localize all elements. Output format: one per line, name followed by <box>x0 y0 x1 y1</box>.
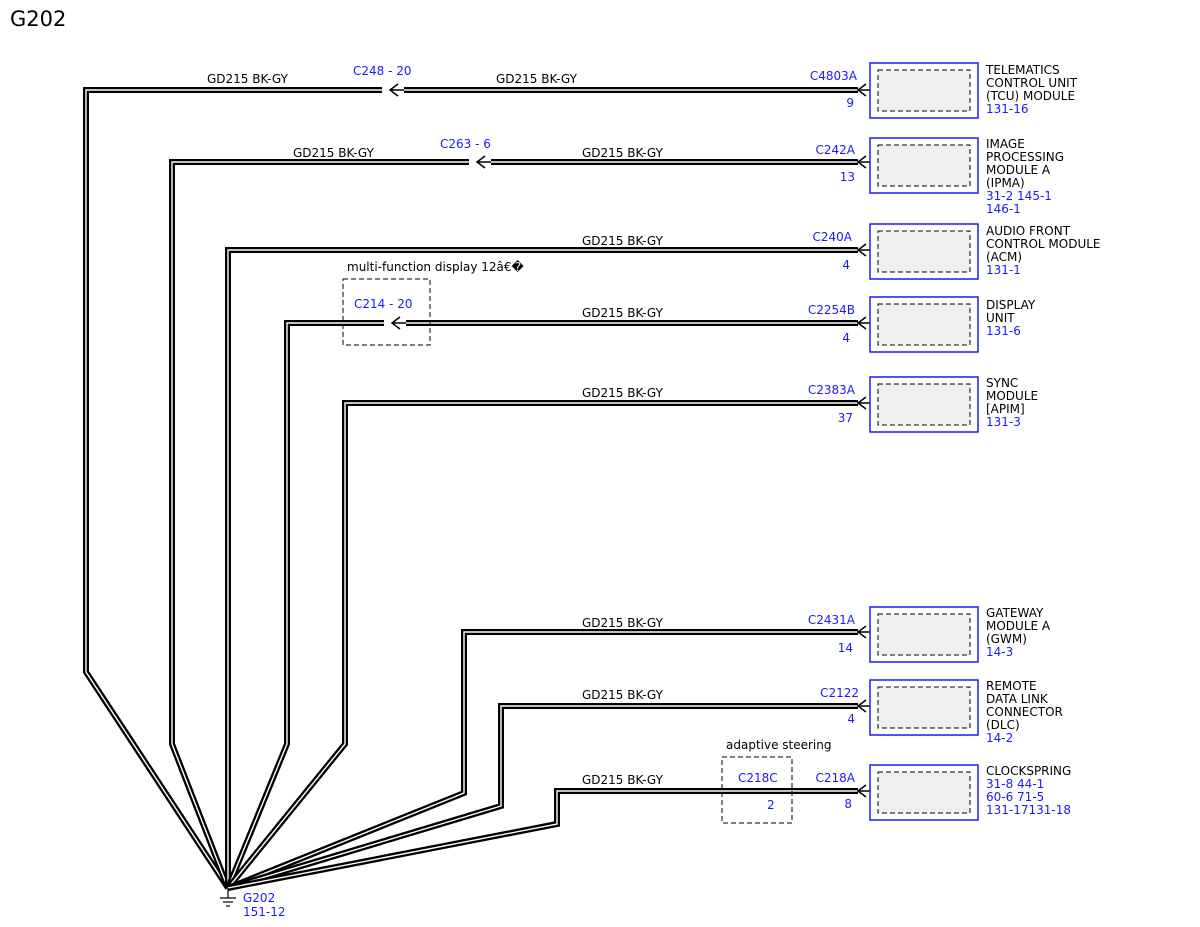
module-connector-label[interactable]: C2431A <box>808 613 856 627</box>
module-desc: CONTROL MODULE <box>986 237 1101 251</box>
module-desc: DISPLAY <box>986 298 1036 312</box>
module-connector-labels: C4803A 9 C242A 13 C240A 4 C2254B 4 C2383… <box>808 69 859 811</box>
module-ref[interactable]: 31-8 44-1 <box>986 777 1044 791</box>
wire-ipma[interactable] <box>169 159 858 890</box>
module-connector-label[interactable]: C242A <box>816 143 856 157</box>
wire-label: GD215 BK-GY <box>582 146 664 160</box>
module-desc: CLOCKSPRING <box>986 764 1071 778</box>
module-desc: IMAGE <box>986 137 1025 151</box>
wire-sync[interactable] <box>225 400 858 890</box>
module-connector-label[interactable]: C2254B <box>808 303 855 317</box>
wire-acm[interactable] <box>225 247 858 888</box>
adaptive-steering-note: adaptive steering <box>726 738 832 752</box>
module-desc: GATEWAY <box>986 606 1044 620</box>
module-boxes <box>869 62 979 821</box>
module-desc: REMOTE <box>986 679 1037 693</box>
module-pin-label: 4 <box>847 712 855 726</box>
wire-label: GD215 BK-GY <box>582 616 664 630</box>
module-desc: PROCESSING <box>986 150 1064 164</box>
wire-label: GD215 BK-GY <box>582 773 664 787</box>
module-clockspring[interactable] <box>869 764 979 821</box>
module-ref[interactable]: 14-3 <box>986 645 1013 659</box>
connector-c263-label[interactable]: C263 - 6 <box>440 137 491 151</box>
ground-name[interactable]: G202 <box>243 891 275 905</box>
module-desc: MODULE <box>986 389 1038 403</box>
module-display-unit[interactable] <box>869 296 979 353</box>
connector-c218c-pin: 2 <box>767 798 775 812</box>
module-ref[interactable]: 60-6 71-5 <box>986 790 1044 804</box>
wire-label: GD215 BK-GY <box>496 72 578 86</box>
wire-label: GD215 BK-GY <box>582 386 664 400</box>
module-ref[interactable]: 31-2 145-1 <box>986 189 1052 203</box>
ground-icon <box>220 888 236 907</box>
module-descriptions: TELEMATICS CONTROL UNIT (TCU) MODULE 131… <box>985 63 1101 817</box>
module-desc: (GWM) <box>986 632 1027 646</box>
module-pin-label: 9 <box>846 96 854 110</box>
module-dlc[interactable] <box>869 679 979 736</box>
module-desc: (ACM) <box>986 250 1022 264</box>
wire-gwm[interactable] <box>226 629 858 891</box>
module-desc: TELEMATICS <box>985 63 1060 77</box>
mfd-option-box <box>342 278 431 346</box>
arrow-c214-icon <box>390 316 406 330</box>
wire-label: GD215 BK-GY <box>207 72 289 86</box>
module-ref[interactable]: 131-17131-18 <box>986 803 1071 817</box>
wire-label: GD215 BK-GY <box>293 146 375 160</box>
inline-connector-arrows <box>388 83 491 330</box>
module-desc: MODULE A <box>986 163 1051 177</box>
module-desc: DATA LINK <box>986 692 1049 706</box>
module-desc: CONNECTOR <box>986 705 1063 719</box>
module-desc: CONTROL UNIT <box>986 76 1078 90</box>
wire-dlc[interactable] <box>227 703 858 891</box>
module-ref[interactable]: 146-1 <box>986 202 1021 216</box>
module-pin-label: 4 <box>842 258 850 272</box>
module-desc: (DLC) <box>986 718 1020 732</box>
arrow-c248-icon <box>388 83 404 97</box>
module-desc: [APIM] <box>986 402 1025 416</box>
module-desc: (IPMA) <box>986 176 1025 190</box>
page-title: G202 <box>10 7 66 31</box>
wire-group <box>83 87 858 891</box>
wire-clockspring[interactable] <box>227 788 858 891</box>
module-desc: MODULE A <box>986 619 1051 633</box>
connector-c248-label[interactable]: C248 - 20 <box>353 64 412 78</box>
wire-label: GD215 BK-GY <box>582 688 664 702</box>
module-ref[interactable]: 131-3 <box>986 415 1021 429</box>
module-desc: AUDIO FRONT <box>986 224 1071 238</box>
connector-c218c-label[interactable]: C218C <box>738 771 778 785</box>
adaptive-steering-box <box>721 756 793 824</box>
module-desc: UNIT <box>986 311 1015 325</box>
wire-label: GD215 BK-GY <box>582 306 664 320</box>
module-pin-label: 37 <box>838 411 853 425</box>
module-acm[interactable] <box>869 223 979 280</box>
module-connector-label[interactable]: C2122 <box>820 686 859 700</box>
module-pin-label: 13 <box>840 170 855 184</box>
module-pin-label: 8 <box>844 797 852 811</box>
wire-display[interactable] <box>225 320 858 890</box>
module-connector-label[interactable]: C240A <box>813 230 853 244</box>
module-ref[interactable]: 131-1 <box>986 263 1021 277</box>
connector-c214-label[interactable]: C214 - 20 <box>354 297 413 311</box>
arrow-c263-icon <box>475 155 491 169</box>
module-sync[interactable] <box>869 376 979 433</box>
module-pin-label: 14 <box>838 641 853 655</box>
module-connector-label[interactable]: C2383A <box>808 383 856 397</box>
module-ref[interactable]: 131-16 <box>986 102 1029 116</box>
wire-labels: GD215 BK-GY GD215 BK-GY GD215 BK-GY GD21… <box>207 72 664 787</box>
module-ipma[interactable] <box>869 137 979 194</box>
mfd-note: multi-function display 12â€� <box>347 260 525 274</box>
module-gwm[interactable] <box>869 606 979 663</box>
wire-label: GD215 BK-GY <box>582 234 664 248</box>
wire-tcu[interactable] <box>83 87 858 890</box>
module-pin-label: 4 <box>842 331 850 345</box>
module-connector-label[interactable]: C4803A <box>810 69 858 83</box>
module-desc: (TCU) MODULE <box>986 89 1075 103</box>
module-connector-label[interactable]: C218A <box>816 771 856 785</box>
module-tcu[interactable] <box>869 62 979 119</box>
ground-ref[interactable]: 151-12 <box>243 905 286 919</box>
module-ref[interactable]: 14-2 <box>986 731 1013 745</box>
module-ref[interactable]: 131-6 <box>986 324 1021 338</box>
module-desc: SYNC <box>986 376 1018 390</box>
